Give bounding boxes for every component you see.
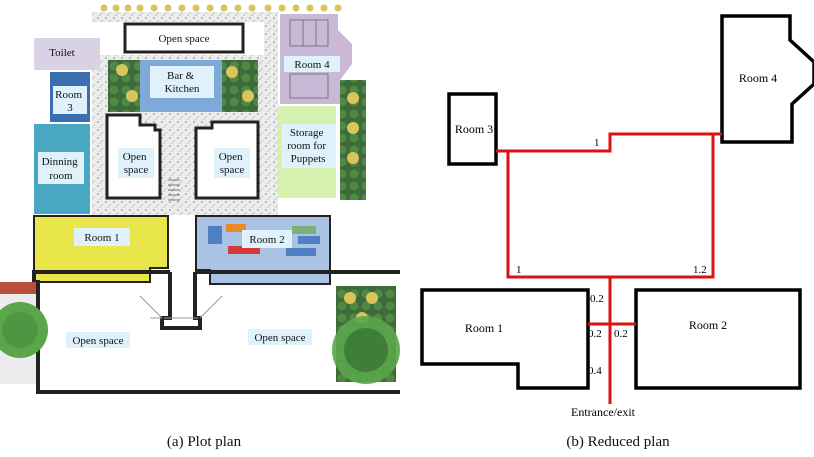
bar-kitchen-label: Bar & Kitchen — [165, 70, 200, 95]
open-space-left-label: Open space — [123, 151, 150, 176]
weight-above-room1: 0.2 — [590, 293, 604, 305]
entrance-exit-label: Entrance/exit — [571, 405, 636, 419]
room3-label-line1: Room — [55, 89, 82, 101]
path-weights: 1 1 1.2 0.2 0.2 0.2 0.4 — [516, 137, 707, 377]
bar-kitchen-label-bg — [150, 66, 214, 98]
reduced-room2 — [634, 288, 802, 390]
room3-label-line2: 3 — [67, 102, 73, 114]
weight-bottom-right: 1.2 — [693, 264, 707, 276]
weight-mid-left: 0.2 — [588, 328, 602, 340]
gravel-path — [264, 12, 278, 215]
room1-label-bg — [74, 228, 130, 246]
room2-label-bg — [242, 230, 292, 248]
reduced-paths — [496, 132, 722, 404]
plot-plan-caption: (a) Plot plan — [167, 434, 242, 450]
plot-plan: Open space Toilet Room 3 Dinning room Ba… — [0, 4, 400, 450]
toilet-label: Toilet — [49, 47, 75, 59]
dinning-room-label: Dinning room — [42, 156, 81, 182]
storage-label-bg — [282, 124, 336, 168]
room2-furniture — [208, 224, 320, 256]
open-space-right-label: Open space — [219, 151, 246, 176]
flower-row — [100, 4, 342, 12]
reduced-room1 — [420, 288, 590, 390]
reduced-room3 — [447, 92, 498, 166]
room4-label: Room 4 — [294, 59, 330, 71]
open-space-top — [123, 22, 245, 54]
open-space-bottom-right-label-bg — [248, 329, 312, 345]
reduced-room2-label: Room 2 — [689, 318, 727, 332]
open-space-left-label-bg — [118, 148, 154, 178]
reduced-room4-label: Room 4 — [739, 71, 777, 85]
room3-label: Room 3 — [55, 89, 85, 114]
weight-bottom-left: 1 — [516, 264, 522, 276]
open-space-bottom-left-label-bg — [66, 332, 130, 348]
gravel-top — [92, 12, 268, 22]
steps — [168, 179, 180, 201]
room1-label: Room 1 — [84, 232, 119, 244]
doors — [139, 295, 223, 319]
reduced-plan-caption: (b) Reduced plan — [566, 434, 670, 450]
hedge-mid — [222, 60, 258, 112]
room4-label-bg — [284, 56, 340, 72]
open-space-top-label: Open space — [158, 33, 209, 45]
storage-label: Storage room for Puppets — [287, 127, 329, 165]
dinning-room-label-bg — [38, 152, 84, 184]
weight-below: 0.4 — [588, 365, 602, 377]
reduced-room3-label: Room 3 — [455, 122, 493, 136]
open-space-bottom-left-label: Open space — [72, 335, 123, 347]
reduced-room4 — [720, 14, 814, 144]
room3-label-bg — [53, 86, 87, 114]
open-space-right-label-bg — [214, 148, 250, 178]
room2-label: Room 2 — [249, 234, 284, 246]
room4-furniture — [289, 19, 329, 99]
open-space-bottom-right-label: Open space — [254, 332, 305, 344]
reduced-walls — [420, 14, 814, 390]
toilet-room — [34, 38, 100, 70]
weight-mid-right: 0.2 — [614, 328, 628, 340]
weight-top: 1 — [594, 137, 600, 149]
reduced-plan: Room 3 Room 4 Room 1 Room 2 1 1 1.2 0.2 … — [420, 14, 814, 450]
reduced-room1-label: Room 1 — [465, 321, 503, 335]
